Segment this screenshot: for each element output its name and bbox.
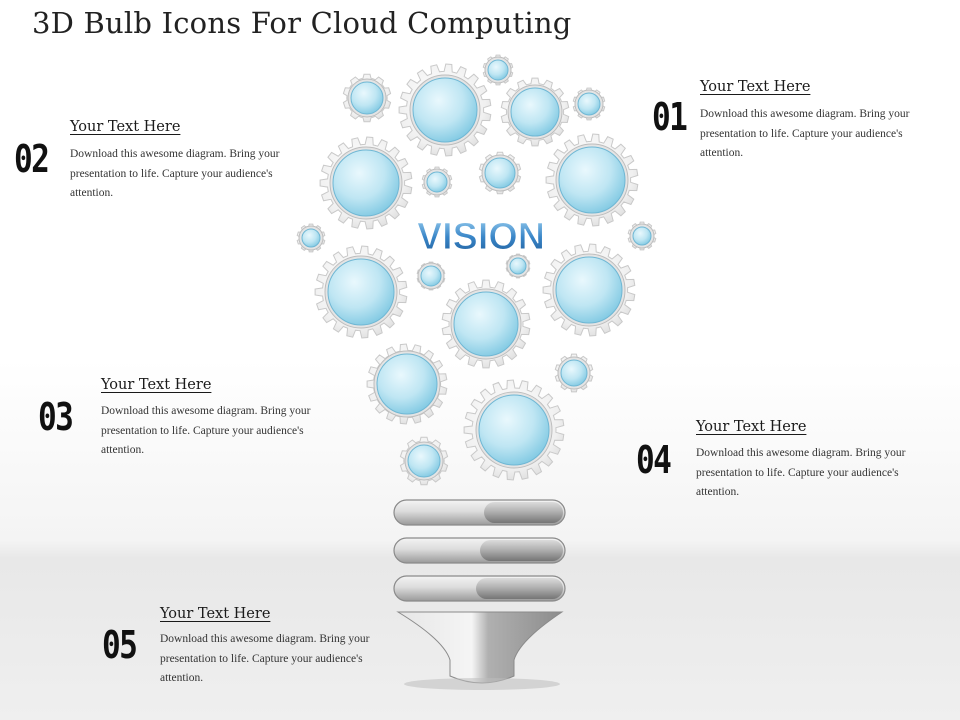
gear-icon [366, 343, 448, 425]
base-shadow [404, 678, 560, 690]
gear-face [560, 359, 588, 387]
gear-icon [441, 279, 531, 369]
gear-face [487, 59, 509, 81]
gear-face [509, 257, 527, 275]
gear-face [376, 353, 438, 415]
item-05-heading: Your Text Here [160, 606, 271, 622]
item-04-body: Download this awesome diagram. Bring you… [696, 447, 906, 498]
gear-icon [542, 243, 636, 337]
page-title: 3D Bulb Icons For Cloud Computing [32, 6, 572, 40]
item-04-number: 04 [636, 438, 672, 482]
bulb-base [393, 499, 566, 690]
item-04-heading: Your Text Here [696, 419, 807, 435]
gear-face [412, 77, 478, 143]
item-05-number: 05 [102, 623, 138, 667]
gear-face [510, 87, 560, 137]
gear-face [577, 92, 601, 116]
gear-icon [572, 87, 606, 121]
gear-icon [416, 261, 446, 291]
gear-face [332, 149, 400, 217]
gear-icon [421, 166, 453, 198]
gear-face [558, 146, 626, 214]
gear-icon [505, 253, 531, 279]
gear-face [407, 444, 441, 478]
gear-face [484, 157, 516, 189]
gear-icon [463, 379, 565, 481]
gear-face [426, 171, 448, 193]
gear-icon [500, 77, 570, 147]
gear-icon [545, 133, 639, 227]
item-01-number: 01 [652, 95, 688, 139]
gear-icon [342, 73, 392, 123]
item-02-body: Download this awesome diagram. Bring you… [70, 148, 280, 199]
item-02-number: 02 [14, 137, 50, 181]
gear-face [632, 226, 652, 246]
item-03-heading: Your Text Here [101, 377, 212, 393]
gear-icon [554, 353, 594, 393]
item-03-number: 03 [38, 395, 74, 439]
gear-face [555, 256, 623, 324]
gear-cluster [296, 54, 657, 486]
item-03-body: Download this awesome diagram. Bring you… [101, 405, 311, 456]
vision-label: VISION [417, 216, 545, 258]
item-02-heading: Your Text Here [70, 119, 181, 135]
base-funnel [396, 611, 564, 684]
gear-face [478, 394, 550, 466]
item-01-heading: Your Text Here [700, 79, 811, 95]
gear-icon [627, 221, 657, 251]
gear-icon [296, 223, 326, 253]
item-05-body: Download this awesome diagram. Bring you… [160, 633, 370, 684]
gear-face [301, 228, 321, 248]
gear-icon [398, 63, 492, 157]
item-01-body: Download this awesome diagram. Bring you… [700, 108, 910, 159]
gear-icon [314, 245, 408, 339]
gear-face [420, 265, 442, 287]
gear-icon [399, 436, 449, 486]
gear-face [350, 81, 384, 115]
gear-face [453, 291, 519, 357]
gear-face [327, 258, 395, 326]
gear-icon [319, 136, 413, 230]
gear-icon [478, 151, 522, 195]
gear-icon [482, 54, 514, 86]
